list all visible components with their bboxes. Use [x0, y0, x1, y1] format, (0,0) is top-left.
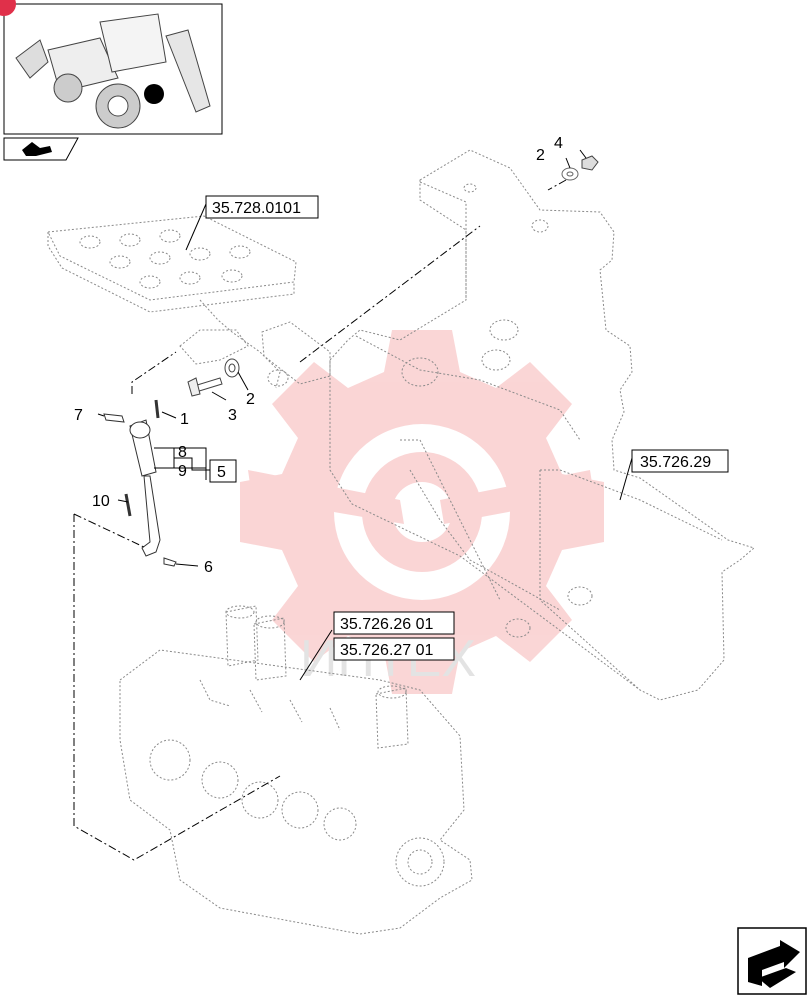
ref-pedal-label: 35.728.0101	[212, 200, 301, 217]
bolt-washer-mid	[187, 358, 240, 397]
callout-9: 9	[178, 463, 187, 480]
control-valve-part	[119, 605, 473, 935]
leader-lines	[97, 149, 633, 681]
assembly-line-rod	[131, 351, 177, 394]
linkage-rod	[103, 399, 177, 567]
hand-pointer-icon	[22, 142, 52, 156]
corner-badge	[0, 0, 16, 16]
thumbnail-panel	[3, 3, 223, 161]
ref-frame-label: 35.726.29	[640, 454, 711, 471]
callout-2-top: 2	[536, 147, 545, 164]
callout-3: 3	[228, 407, 237, 424]
frame-part	[329, 149, 756, 701]
ref-valve-b-label: 35.726.27 01	[340, 642, 434, 659]
callout-8: 8	[178, 444, 187, 461]
assembly-line-pin	[73, 513, 147, 549]
washer-nut-top	[547, 155, 599, 191]
callout-5-box[interactable]: 5	[209, 459, 237, 483]
callout-2-mid: 2	[246, 391, 255, 408]
gear-wrench-watermark-icon	[240, 330, 604, 694]
backhoe-loader-thumbnail-icon	[15, 13, 211, 129]
callout-7: 7	[74, 407, 83, 424]
callout-10: 10	[92, 493, 110, 510]
callout-6: 6	[204, 559, 213, 576]
ref-valve-b[interactable]: 35.726.27 01	[333, 637, 455, 661]
ref-valve-a[interactable]: 35.726.26 01	[333, 611, 455, 635]
callout-4: 4	[554, 135, 563, 152]
assembly-line-left	[73, 514, 281, 861]
pedal-part	[47, 215, 331, 389]
assembly-line-pedal	[299, 225, 481, 363]
ref-frame[interactable]: 35.726.29	[631, 449, 729, 473]
ref-pedal[interactable]: 35.728.0101	[205, 195, 319, 219]
ref-valve-a-label: 35.726.26 01	[340, 616, 434, 633]
next-page-arrow-icon[interactable]	[737, 927, 807, 995]
callout-5: 5	[217, 464, 226, 481]
callout-1: 1	[180, 411, 189, 428]
